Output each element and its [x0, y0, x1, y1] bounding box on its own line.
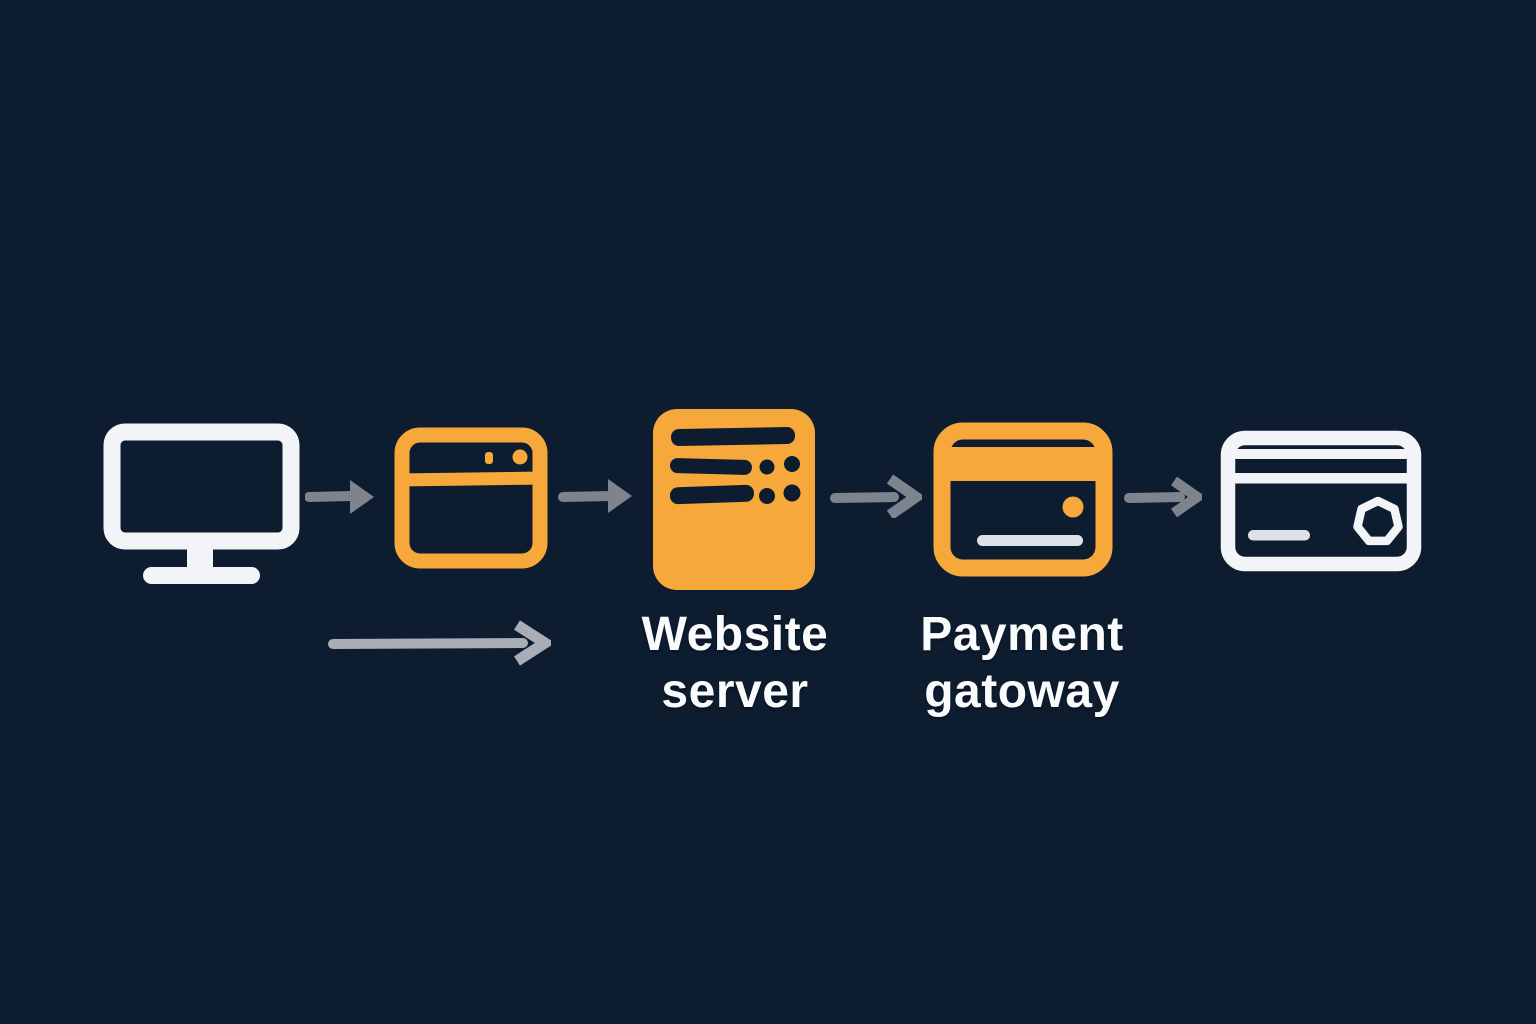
- server-icon: [653, 409, 815, 590]
- credit-card-icon: [1220, 430, 1422, 572]
- arrow-request-long: [328, 620, 551, 666]
- monitor-icon: [103, 423, 300, 584]
- browser-window-icon: [394, 427, 548, 569]
- arrow-gateway-to-card: [1124, 477, 1202, 517]
- payment-gateway-label: Payment gatoway: [920, 608, 1124, 718]
- website-server-label: Website server: [641, 608, 829, 718]
- payment-card-icon: [933, 422, 1113, 577]
- arrow-server-to-gateway: [830, 474, 922, 518]
- arrow-computer-to-browser: [305, 480, 374, 514]
- arrow-browser-to-server: [558, 479, 632, 513]
